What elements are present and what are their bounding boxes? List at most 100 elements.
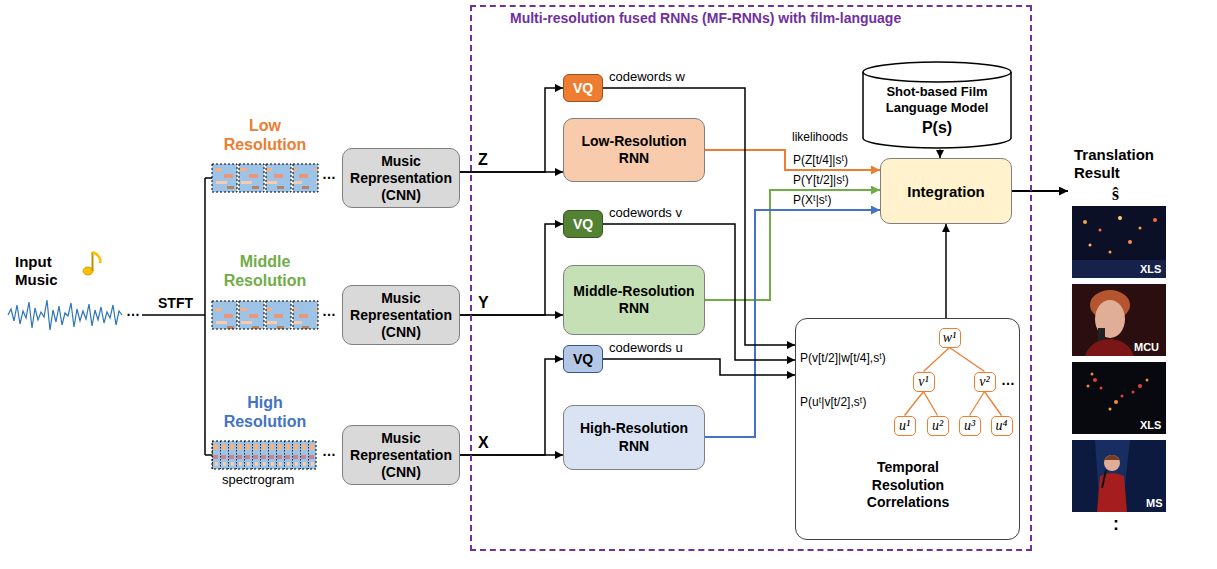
- cnn-box: Music Representation (CNN): [342, 425, 460, 485]
- shot-background: [1072, 284, 1166, 356]
- codeword-node: u²: [927, 416, 949, 436]
- stft-label: STFT: [158, 295, 193, 311]
- light: [1109, 251, 1112, 254]
- feature-symbol: X: [478, 434, 489, 452]
- firework: [1109, 408, 1112, 411]
- microphone: [1102, 470, 1106, 488]
- firework: [1146, 379, 1149, 382]
- shot-type-label: MS: [1146, 497, 1163, 510]
- ellipsis: …: [322, 303, 336, 319]
- node-text: VQ: [573, 216, 593, 232]
- node-text: u⁴: [996, 418, 1008, 433]
- firework: [1132, 391, 1135, 394]
- node-text: Integration: [907, 183, 985, 200]
- body: [1097, 473, 1127, 512]
- firework: [1093, 378, 1097, 382]
- rnn-box: Low-Resolution RNN: [563, 118, 705, 182]
- music-note-icon: [83, 252, 101, 275]
- likelihood-label: P(Y[t/2]|sᵗ): [792, 174, 850, 188]
- shot-type-label: MCU: [1134, 341, 1159, 354]
- ellipsis: …: [126, 303, 140, 319]
- resolution-label: High Resolution: [215, 393, 315, 431]
- node-text: w¹: [943, 330, 957, 345]
- continuation-mark: :: [1113, 514, 1119, 535]
- node-text: Music Representation (CNN): [346, 290, 456, 340]
- light-beam: [1095, 440, 1130, 512]
- cylinder-body: [863, 62, 1011, 148]
- light: [1099, 229, 1102, 232]
- database-cylinder: Shot-based Film Language ModelP(s): [862, 62, 1012, 149]
- spectrogram-cell: [293, 164, 318, 192]
- spectrogram-middle: [212, 301, 318, 329]
- codeword-label: codewords v: [609, 206, 682, 221]
- light: [1128, 240, 1132, 244]
- result-shot: [1072, 206, 1166, 278]
- firework: [1087, 385, 1090, 388]
- firework: [1091, 373, 1094, 376]
- node-text: VQ: [573, 80, 593, 96]
- wire: [205, 177, 212, 179]
- node-text: High-Resolution RNN: [570, 420, 698, 455]
- connector: [460, 224, 563, 315]
- codeword-node: v²: [974, 372, 996, 392]
- node-text: Low-Resolution RNN: [570, 133, 698, 168]
- node-text: Shot-based Film Language Model: [870, 84, 1004, 115]
- result-shot: [1072, 284, 1166, 356]
- spectrogram-cell: [239, 164, 264, 192]
- connector: [950, 348, 985, 372]
- wire: [205, 454, 212, 456]
- ellipsis: …: [322, 443, 336, 459]
- connector: [460, 314, 563, 316]
- stft-wires: [142, 178, 212, 455]
- feature-symbol: Y: [478, 294, 489, 312]
- node-text: u²: [932, 418, 943, 433]
- spectrogram-label: spectrogram: [222, 473, 294, 488]
- rnn-box: Middle-Resolution RNN: [563, 265, 705, 335]
- connector: [924, 348, 950, 372]
- note-stem: [92, 252, 94, 271]
- stage: [1072, 260, 1166, 278]
- codeword-node: u⁴: [991, 416, 1013, 436]
- codeword-node: u³: [959, 416, 981, 436]
- spectrogram-cells: [212, 441, 316, 469]
- connector: [460, 359, 563, 455]
- spectrogram-cell: [212, 164, 237, 192]
- vq-box: VQ: [563, 74, 603, 102]
- resolution-label: Low Resolution: [215, 116, 315, 154]
- codeword-node: v¹: [913, 372, 935, 392]
- connector: [970, 392, 985, 416]
- head: [1104, 455, 1120, 471]
- cylinder-rim: [863, 72, 1011, 82]
- ellipsis: …: [1001, 372, 1015, 388]
- cnn-box: Music Representation (CNN): [342, 148, 460, 208]
- connector: [705, 210, 880, 437]
- result-shot: [1072, 440, 1166, 512]
- firework: [1138, 384, 1142, 388]
- formula-label: P(v[t/2]|w[t/4],sᵗ): [800, 352, 886, 366]
- connector: [460, 171, 563, 173]
- connector: [705, 150, 880, 170]
- spectrogram-cell: [293, 301, 318, 329]
- light: [1139, 227, 1142, 230]
- connector: [460, 454, 563, 456]
- node-text: Music Representation (CNN): [346, 430, 456, 480]
- shot-type-label: XLS: [1140, 419, 1161, 432]
- light: [1153, 218, 1157, 222]
- resolution-label: Middle Resolution: [215, 252, 315, 290]
- spectrogram-high: [212, 441, 316, 469]
- output-arrow: [1012, 190, 1068, 192]
- light: [1089, 244, 1092, 247]
- module-frame: Multi-resolution fused RNNs (MF-RNNs) wi…: [470, 5, 1032, 551]
- node-text: v¹: [918, 374, 928, 389]
- ellipsis: …: [322, 166, 336, 182]
- rnn-box: High-Resolution RNN: [563, 405, 705, 470]
- note-flag: [93, 252, 101, 263]
- node-text: v²: [979, 374, 989, 389]
- spectrogram-low: [212, 164, 318, 192]
- result-symbol: ŝ: [1112, 184, 1119, 205]
- connector: [924, 392, 938, 416]
- spectrogram-cell: [212, 301, 237, 329]
- feature-symbol: Z: [478, 151, 488, 169]
- shirt: [1085, 339, 1134, 356]
